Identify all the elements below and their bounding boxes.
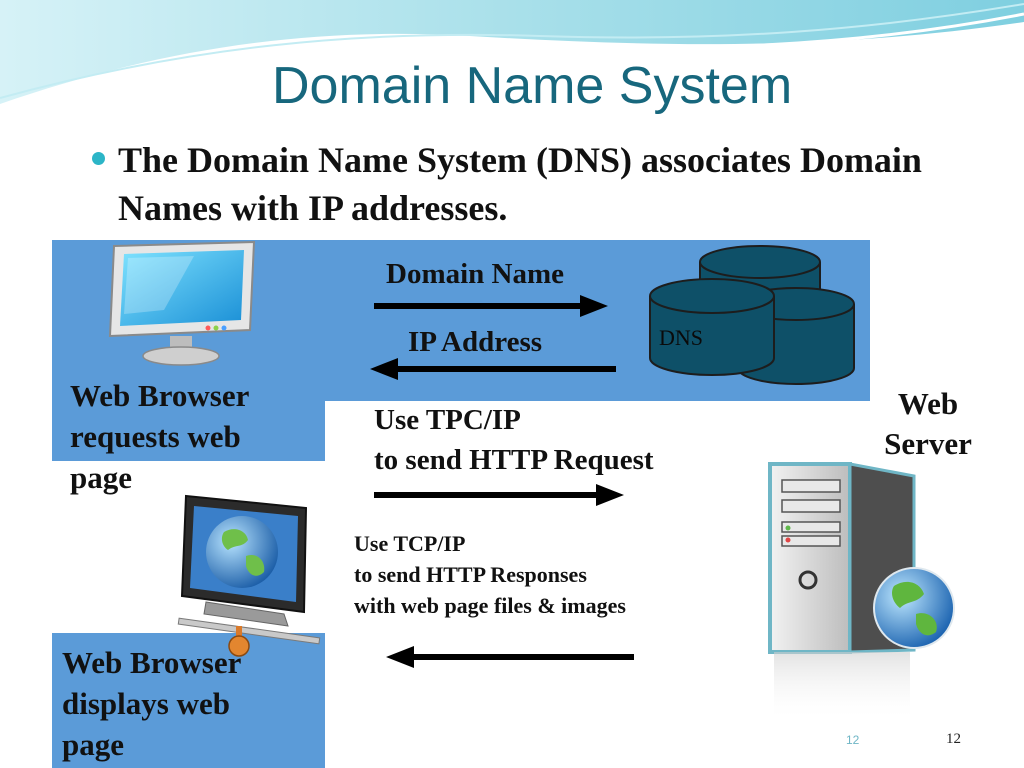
page-number: 12	[946, 731, 961, 747]
browser-displays-label: Web Browser displays web page	[62, 645, 242, 762]
domain-name-arrow	[374, 295, 608, 317]
left-panel	[52, 399, 325, 461]
slide-title: Domain Name System	[272, 57, 793, 115]
ip-address-arrow	[370, 358, 616, 380]
bottom-left-panel	[52, 633, 325, 768]
computer-monitor-icon	[108, 240, 256, 366]
dns-database-icon	[649, 245, 855, 385]
http-request-arrow	[374, 484, 624, 506]
web-server-label: Web Server	[884, 386, 972, 461]
header-wave-decoration	[0, 0, 1024, 114]
ip-address-label: IP Address	[408, 326, 543, 358]
bullet-text: The Domain Name System (DNS) associates …	[118, 140, 922, 228]
bullet-icon	[92, 152, 105, 165]
dns-label: DNS	[659, 325, 704, 350]
web-server-icon	[768, 462, 955, 722]
tcp-request-label: Use TPC/IP to send HTTP Request	[374, 404, 654, 476]
domain-name-label: Domain Name	[386, 258, 565, 290]
browser-requests-label: Web Browser requests web page	[70, 378, 250, 495]
page-number-small: 12	[846, 733, 860, 747]
network-computer-icon	[177, 494, 321, 657]
tcp-response-label: Use TCP/IP to send HTTP Responses with w…	[354, 531, 626, 618]
http-response-arrow	[386, 646, 634, 668]
